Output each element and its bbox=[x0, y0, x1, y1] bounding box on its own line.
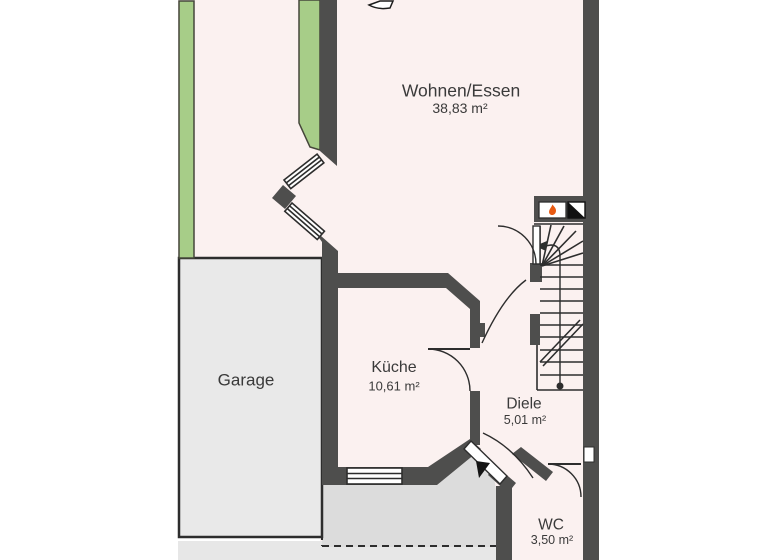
bay-window-upper bbox=[282, 153, 325, 190]
room-area-diele: 5,01 m² bbox=[503, 412, 547, 427]
garden-strips bbox=[178, 0, 321, 259]
fireplace-symbol bbox=[538, 201, 567, 219]
room-area-wohnen-essen: 38,83 m² bbox=[432, 100, 488, 116]
room-label-wohnen-essen: Wohnen/Essen bbox=[401, 80, 521, 101]
stair-top-door bbox=[497, 225, 541, 265]
room-label-garage: Garage bbox=[217, 370, 275, 390]
stair-walking-line bbox=[535, 241, 564, 390]
windows bbox=[282, 153, 403, 485]
entrance-arrow-icon bbox=[476, 461, 490, 478]
bay-window-lower bbox=[283, 201, 326, 241]
doors bbox=[427, 225, 582, 498]
porch-area bbox=[322, 450, 496, 547]
chimney-icon bbox=[567, 201, 586, 219]
garden-strip-left bbox=[178, 0, 195, 259]
room-area-kueche: 10,61 m² bbox=[368, 378, 420, 394]
garden-strip-right bbox=[298, 0, 321, 152]
top-edge-door-symbol bbox=[367, 0, 395, 10]
room-label-diele: Diele bbox=[506, 395, 542, 413]
garage-area bbox=[177, 256, 324, 539]
room-label-wc: WC bbox=[538, 516, 564, 534]
bay-corner-post bbox=[272, 185, 296, 209]
entrance-door bbox=[463, 432, 534, 486]
fireplace-icon bbox=[549, 204, 557, 215]
wc-door bbox=[547, 463, 582, 498]
kitchen-window bbox=[346, 467, 403, 485]
floor-areas bbox=[177, 0, 599, 560]
room-area-wc: 3,50 m² bbox=[530, 532, 574, 547]
hall-door-arc bbox=[481, 279, 527, 344]
kitchen-door bbox=[427, 348, 471, 392]
wall-niche bbox=[583, 446, 595, 463]
room-label-kueche: Küche bbox=[371, 359, 417, 376]
exterior-wall-right bbox=[583, 0, 599, 560]
